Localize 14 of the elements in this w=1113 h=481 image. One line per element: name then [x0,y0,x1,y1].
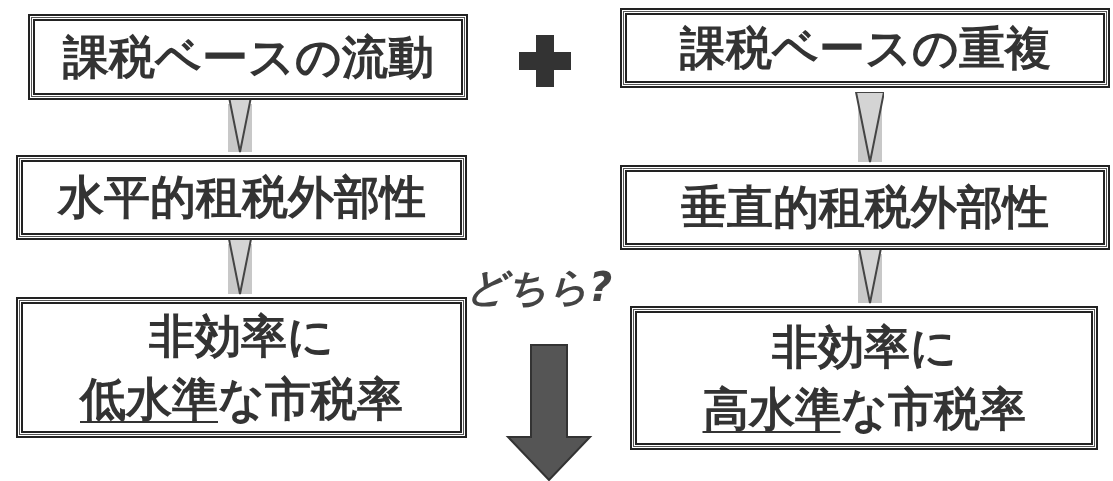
block-arrow [855,91,885,163]
box-text: 非効率に高水準な市税率 [702,318,1026,438]
text-box [620,165,1110,250]
text-box [28,14,468,100]
text-box [630,306,1098,450]
text-box [16,297,467,438]
text-box [620,8,1110,88]
question-text: どちら? [466,263,613,312]
box-text: 非効率に低水準な市税率 [80,308,403,428]
box-text: 課税ベースの重複 [679,21,1051,75]
box-text: 垂直的租税外部性 [681,181,1049,234]
box-text: 課税ベースの流動 [62,30,434,84]
box-text: 水平的租税外部性 [57,171,426,224]
text-box [16,155,467,240]
